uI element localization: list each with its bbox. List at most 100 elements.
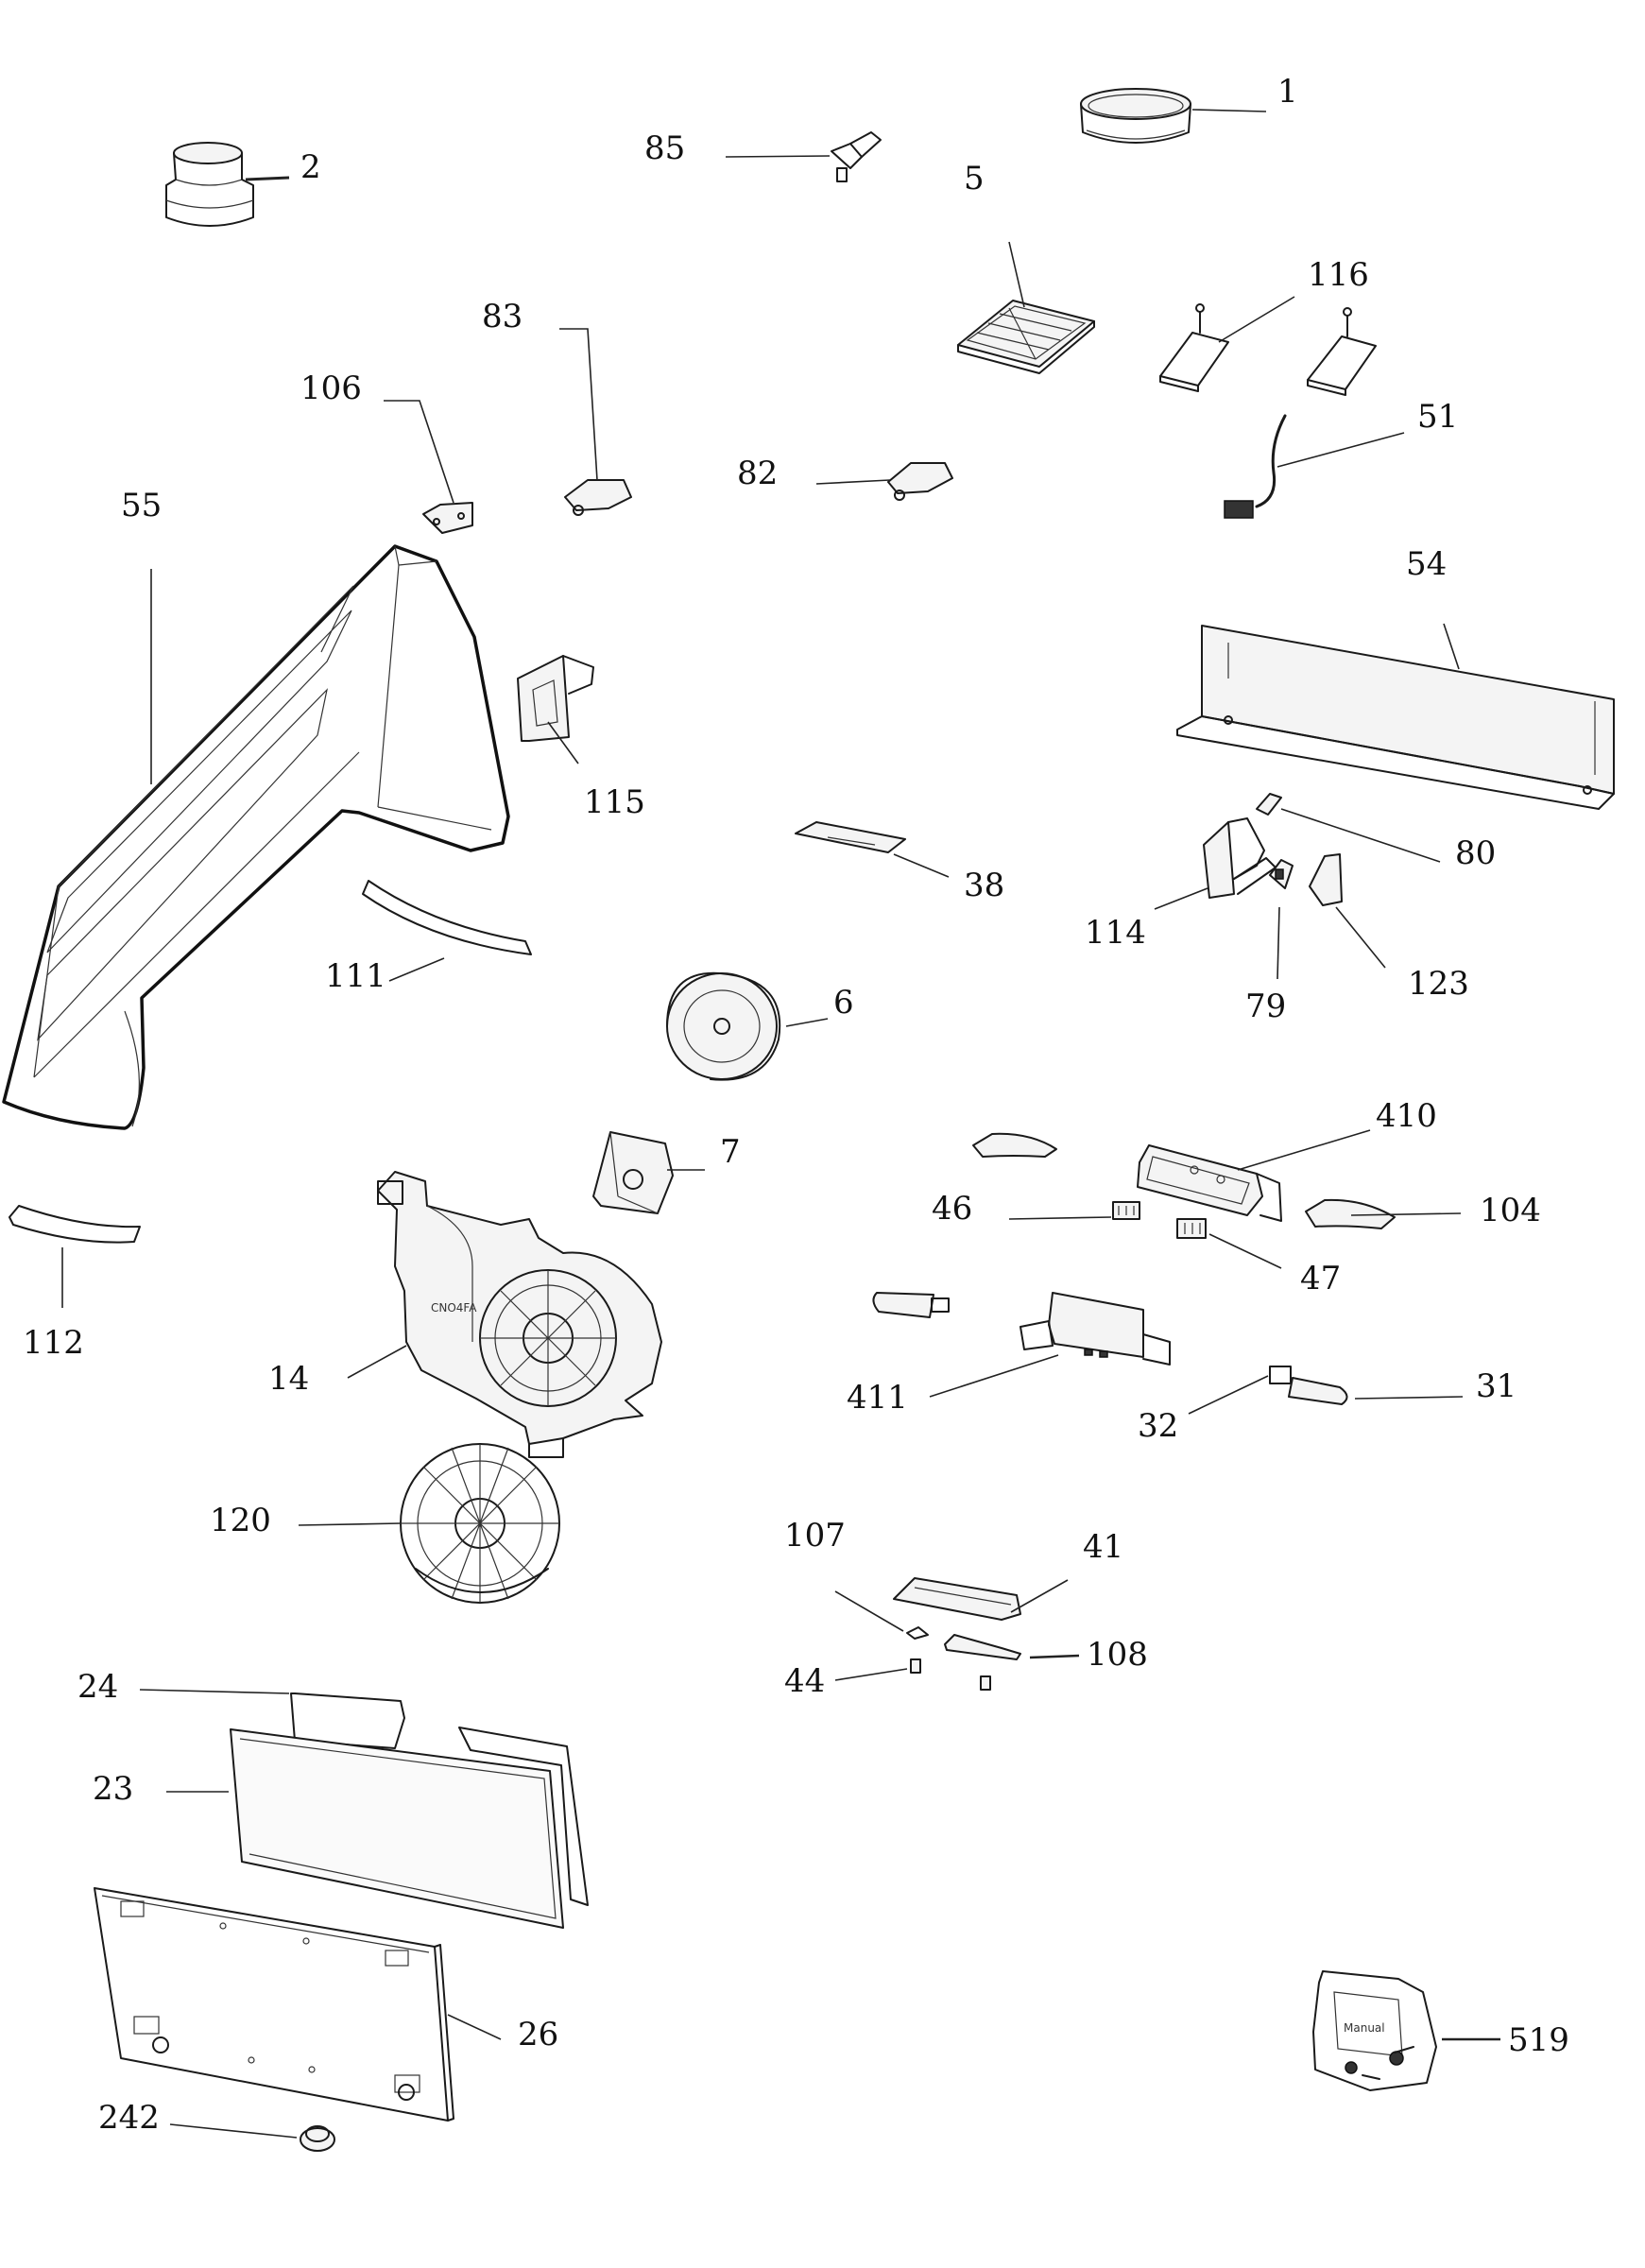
leader-410 [1237,1129,1371,1171]
part-519-accessory-bag: Manual [1312,1970,1437,2091]
part-104-light-cover [972,1132,1396,1229]
part-47-connector [1176,1218,1207,1239]
label-85: 85 [644,129,685,167]
leader-31 [1354,1396,1464,1400]
label-1: 1 [1277,73,1298,111]
label-410: 410 [1376,1097,1437,1135]
leader-411 [929,1354,1059,1398]
leader-51 [1277,432,1405,468]
label-38: 38 [964,867,1004,904]
part-51-cable [1224,414,1287,519]
part-411-board [1020,1292,1171,1366]
part-14-motor-housing: CNO4FA [377,1171,662,1458]
part-115-bracket [517,655,594,742]
label-24: 24 [77,1668,118,1706]
part-114-bracket [1203,817,1277,899]
leader-111 [388,957,445,982]
part-54-bracket [1176,625,1615,810]
label-106: 106 [300,369,362,407]
label-6: 6 [833,984,854,1022]
leader-114 [1154,887,1208,910]
part-44-pin [910,1658,991,1691]
part-112-strip [9,1205,141,1244]
leader-5 [1008,241,1025,308]
label-114: 114 [1085,914,1146,952]
part-108-button [944,1634,1021,1660]
part-120-carbon-filter [400,1443,560,1604]
part-107-pin [906,1626,929,1640]
part-85-pin [831,131,882,182]
label-104: 104 [1480,1192,1541,1229]
part-111-strip [362,880,532,955]
label-46: 46 [932,1190,972,1228]
label-83: 83 [482,298,523,335]
part-23-glass-panel [230,1728,564,1929]
leader-2 [245,176,290,181]
label-79: 79 [1245,988,1286,1025]
label-80: 80 [1455,834,1496,872]
panel-vent-holes [120,1900,420,2093]
leader-24 [139,1689,290,1694]
part-123-plate [1309,853,1343,906]
label-242: 242 [98,2099,160,2137]
leader-1 [1191,109,1267,112]
leader-6 [785,1018,829,1027]
leader-107 [834,1590,904,1632]
part-116-brackets [1159,303,1377,396]
label-23: 23 [93,1770,133,1808]
part-6-fan-wheel [666,971,781,1081]
part-1-collar [1080,88,1191,144]
part-55-hood [2,544,510,1130]
manual-text: Manual [1344,2021,1385,2035]
label-54: 54 [1406,545,1447,583]
part-41-bar [893,1577,1021,1621]
leader-104 [1350,1212,1462,1216]
leader-54 [1443,623,1460,670]
label-5: 5 [964,160,985,198]
leader-83 [559,328,598,481]
label-120: 120 [210,1502,271,1539]
motor-housing-code: CNO4FA [431,1301,477,1314]
label-111: 111 [325,957,386,995]
leader-26 [447,2014,502,2040]
leader-120 [298,1522,402,1526]
label-44: 44 [784,1662,825,1700]
leader-14 [347,1345,407,1379]
part-31-lamp [1269,1366,1348,1405]
part-2-duct-adapter [165,142,254,227]
leader-32 [1188,1375,1269,1415]
part-410-board [1137,1144,1282,1222]
leader-38 [893,853,950,878]
leader-123 [1335,906,1386,969]
part-26-front-panel [94,1887,454,2122]
leader-108 [1029,1654,1080,1659]
label-123: 123 [1408,965,1469,1003]
label-41: 41 [1083,1528,1123,1566]
label-82: 82 [737,455,778,492]
leader-242 [169,2123,298,2139]
leader-115 [547,721,579,765]
leader-116 [1218,296,1295,343]
label-14: 14 [268,1360,309,1398]
part-242-knob [300,2125,335,2152]
leader-41 [1010,1579,1069,1613]
label-31: 31 [1476,1367,1516,1405]
part-7-box [592,1131,674,1214]
part-led-lamp-left [872,1292,950,1318]
label-519: 519 [1508,2021,1569,2059]
label-411: 411 [847,1379,908,1417]
leader-44 [834,1668,908,1681]
leader-82 [815,479,891,485]
leader-80 [1280,808,1441,863]
leader-79 [1277,906,1280,980]
leader-85 [725,155,831,158]
label-26: 26 [518,2016,558,2053]
leader-46 [1008,1216,1112,1220]
part-83-clip [564,479,632,516]
label-116: 116 [1308,256,1369,294]
label-2: 2 [300,148,321,186]
part-80-connector [1256,793,1282,816]
part-106-plate [422,502,473,534]
part-5-filter [957,300,1095,374]
